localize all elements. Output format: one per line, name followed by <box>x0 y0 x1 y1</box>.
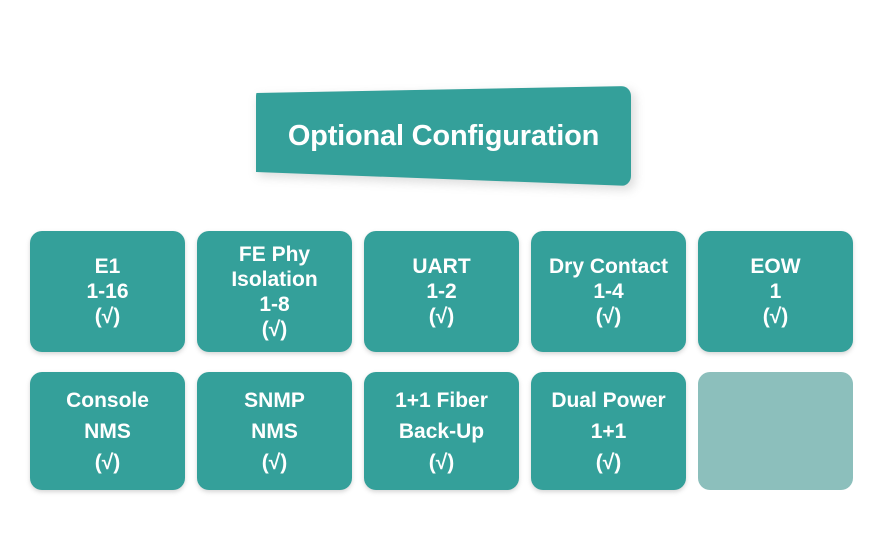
feature-box[interactable] <box>30 372 185 490</box>
feature-box-empty[interactable] <box>698 372 853 490</box>
feature-box[interactable] <box>364 231 519 352</box>
feature-box[interactable] <box>197 372 352 490</box>
page-title: Optional Configuration <box>287 119 600 152</box>
feature-box[interactable] <box>30 231 185 352</box>
title-banner: Optional Configuration <box>248 78 640 196</box>
title-banner-shape <box>256 86 631 186</box>
feature-box[interactable] <box>364 372 519 490</box>
feature-cell <box>698 372 853 490</box>
feature-box[interactable] <box>531 231 686 352</box>
feature-box[interactable] <box>197 231 352 352</box>
feature-box[interactable] <box>698 231 853 352</box>
feature-box[interactable] <box>531 372 686 490</box>
